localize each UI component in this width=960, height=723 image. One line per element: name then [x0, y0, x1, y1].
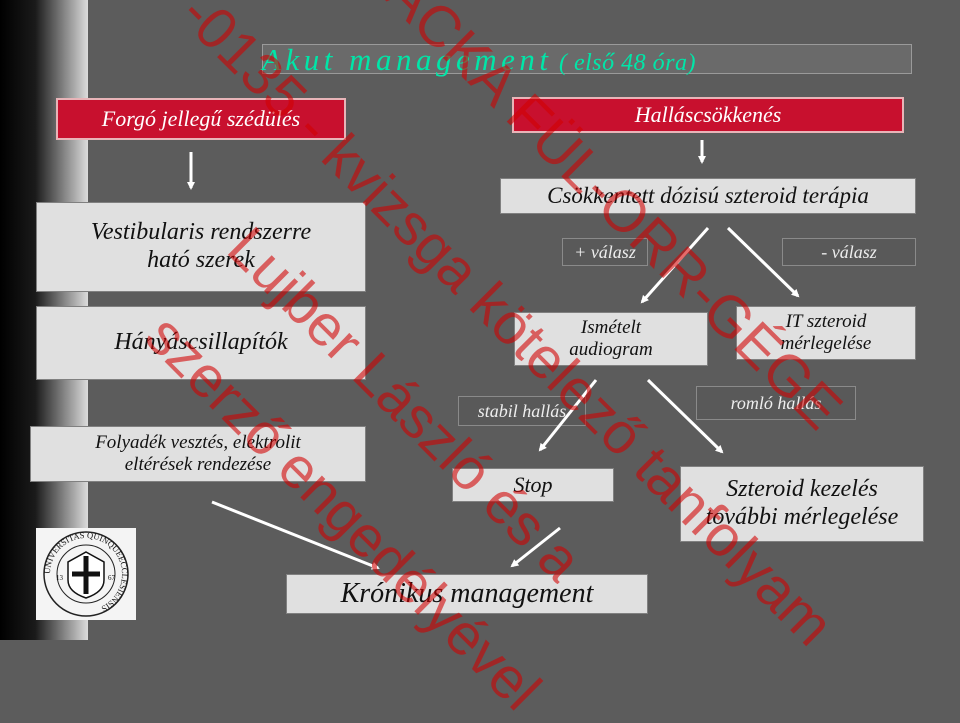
steroid-line-1: Szteroid kezelés [726, 476, 878, 503]
fluid-line-2: eltérések rendezése [124, 454, 272, 475]
chronic-management-box: Krónikus management [286, 574, 648, 614]
logo-left-number: 13 [56, 574, 64, 582]
worsening-hearing-label: romló hallás [696, 386, 856, 420]
fluid-line-1: Folyadék vesztés, elektrolit [95, 432, 301, 454]
arrow-to-stop [538, 379, 598, 452]
title-main: Akut management [262, 42, 553, 77]
title-sub: ( első 48 óra) [552, 50, 696, 76]
university-seal-logo: UNIVERSITAS QUINQUEECCLESIENSIS 13 67 [36, 528, 136, 620]
negative-response-label: - válasz [782, 238, 916, 266]
stop-box: Stop [452, 468, 614, 502]
arrow-stop-to-chronic [510, 526, 561, 568]
logo-right-number: 67 [108, 574, 116, 582]
audiogram-line-1: Ismételt [580, 317, 642, 339]
antiemetics-box: Hányáscsillapítók [36, 306, 366, 380]
title-bar [262, 44, 912, 74]
steroid-further-box: Szteroid kezelés további mérlegelése [680, 466, 924, 542]
hearing-loss-header: Halláscsökkenés [512, 97, 904, 133]
repeat-audiogram-box: Ismételt audiogram [514, 312, 708, 366]
arrow-to-audiogram [640, 227, 710, 304]
audiogram-line-2: audiogram [569, 339, 653, 360]
slide-title: Akut management ( első 48 óra) [262, 42, 696, 78]
steroid-line-2: további mérlegelése [705, 504, 899, 530]
arrow-to-it-steroid [726, 226, 800, 298]
flow-arrows [187, 140, 800, 570]
arrow-left-to-chronic [211, 500, 380, 570]
it-steroid-box: IT szteroid mérlegelése [736, 306, 916, 360]
it-steroid-line-2: mérlegelése [780, 333, 872, 354]
vestibular-line-2: ható szerek [147, 247, 255, 273]
fluid-electrolyte-box: Folyadék vesztés, elektrolit eltérések r… [30, 426, 366, 482]
vestibular-line-1: Vestibularis rendszerre [90, 219, 312, 246]
positive-response-label: + válasz [562, 238, 648, 266]
steroid-therapy-box: Csökkentett dózisú szteroid terápia [500, 178, 916, 214]
it-steroid-line-1: IT szteroid [785, 311, 867, 333]
arrow-to-steroid [646, 378, 724, 454]
vertigo-header: Forgó jellegű szédülés [56, 98, 346, 140]
vestibular-drugs-box: Vestibularis rendszerre ható szerek [36, 202, 366, 292]
